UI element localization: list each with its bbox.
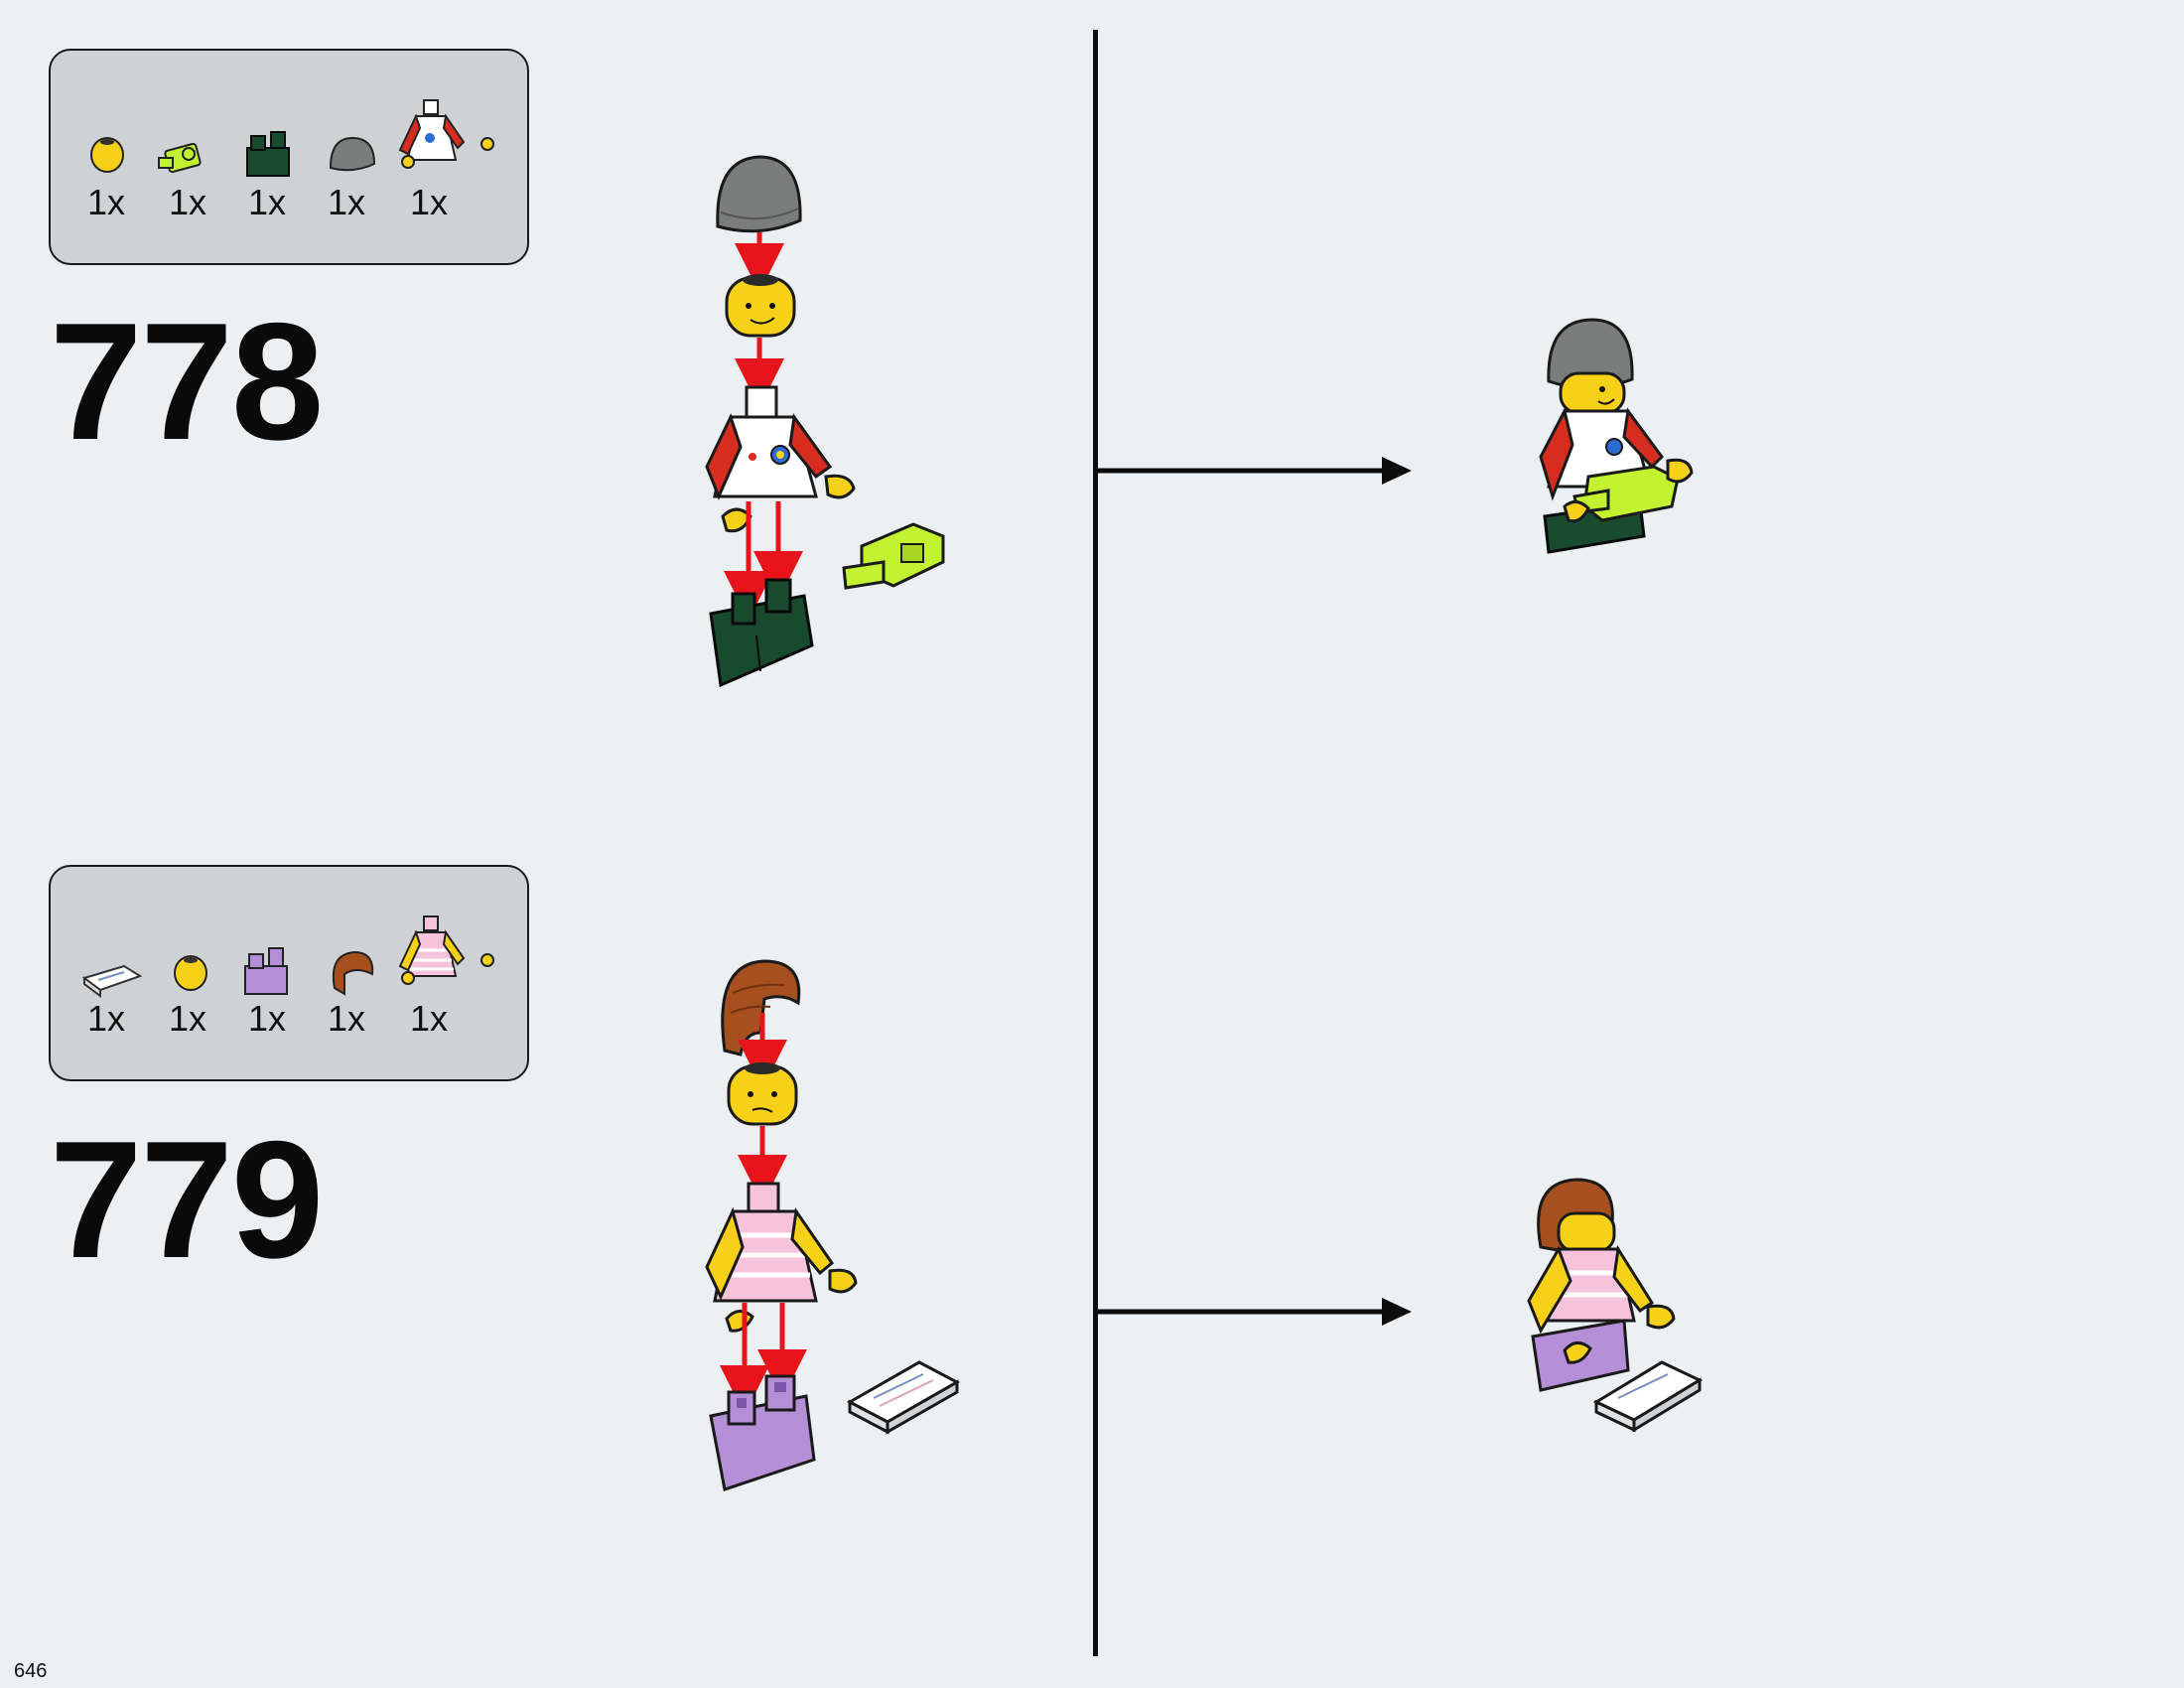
lime-camera-part: [842, 522, 945, 590]
white-tile-icon: [81, 964, 143, 998]
part-qty: 1x: [247, 998, 287, 1039]
part-qty: 1x: [247, 182, 287, 222]
parts-list-icons-778: [90, 99, 494, 177]
part-qty: 1x: [168, 182, 207, 222]
step-779-assembled-minifigure: [1527, 1178, 1704, 1433]
pink-striped-torso-part: [705, 1182, 858, 1333]
page-number: 646: [14, 1660, 48, 1682]
parts-list-box-778: 1x 1x 1x 1x 1x: [49, 49, 529, 265]
part-qty: 1x: [327, 998, 366, 1039]
result-arrow: [1096, 1298, 1412, 1326]
result-arrow: [1096, 457, 1412, 485]
part-qty: 1x: [409, 998, 449, 1039]
step-778-assembled-minifigure: [1539, 318, 1694, 554]
red-white-torso-part: [705, 385, 856, 533]
step-number: 778: [50, 288, 324, 475]
dark-green-legs-icon: [246, 131, 290, 177]
step-divider-line: [1093, 30, 1098, 1656]
pink-striped-torso-icon: [398, 915, 494, 985]
brown-hair-icon: [333, 950, 374, 996]
yellow-head-part: [725, 274, 796, 338]
step-779-exploded-minifigure: [705, 959, 961, 1491]
parts-list-icons-779: [81, 915, 494, 998]
part-qty: 1x: [86, 998, 126, 1039]
parts-list-box-779: 1x 1x 1x 1x 1x: [49, 865, 529, 1081]
part-qty: 1x: [409, 182, 449, 222]
lime-camera-icon: [158, 142, 202, 174]
yellow-head-part: [727, 1062, 798, 1126]
yellow-head-icon: [174, 955, 207, 991]
part-qty: 1x: [168, 998, 207, 1039]
lavender-legs-icon: [244, 947, 288, 995]
lavender-legs-part: [709, 1374, 816, 1491]
yellow-head-icon: [90, 137, 124, 173]
step-778-exploded-minifigure: [705, 155, 945, 688]
step-number: 779: [50, 1106, 324, 1293]
brown-hair-part: [721, 959, 801, 1056]
part-qty: 1x: [327, 182, 366, 222]
grey-beanie-icon: [329, 136, 376, 172]
part-qty: 1x: [86, 182, 126, 222]
red-white-torso-icon: [398, 99, 494, 169]
dark-green-legs-part: [709, 578, 814, 688]
grey-beanie-part: [716, 155, 802, 233]
white-tile-part: [846, 1360, 961, 1435]
